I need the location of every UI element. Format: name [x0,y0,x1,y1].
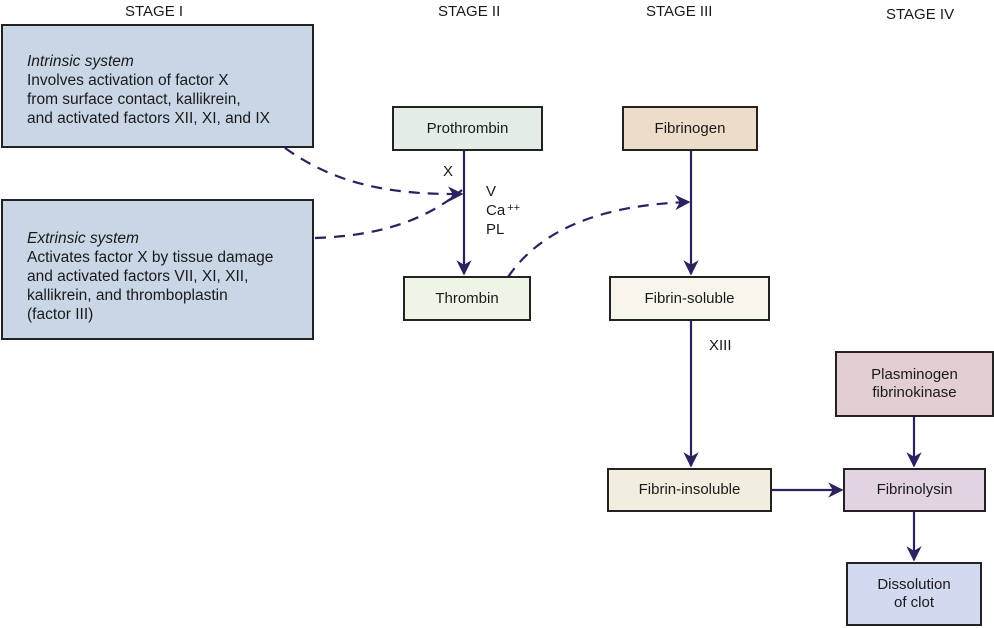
cofactor-pl-label: PL [486,221,505,238]
extrinsic-title: Extrinsic system [27,230,139,247]
prothrombin-node: Prothrombin [392,106,543,151]
extrinsic-system-box: Extrinsic system Activates factor X by t… [1,199,314,340]
dashed-arrow-intrinsic-to-x [284,147,464,202]
stage-3-header: STAGE III [646,3,713,20]
cofactor-v-label: V [486,183,497,200]
factor-x-label: X [443,163,454,180]
stage-1-header: STAGE I [125,3,184,20]
cofactor-ca-charge: ++ [507,202,521,214]
stage-4-header: STAGE IV [886,6,955,23]
plasminogen-fibrinokinase-node: Plasminogen fibrinokinase [835,351,994,417]
fibrinogen-node: Fibrinogen [622,106,758,151]
fibrinolysin-node: Fibrinolysin [843,468,986,512]
dashed-arrow-thrombin-to-fibrinogen [507,194,691,278]
cofactor-ca-text: Ca [486,202,506,219]
stage-2-header: STAGE II [438,3,501,20]
intrinsic-description: Involves activation of factor X from sur… [27,72,270,127]
intrinsic-title: Intrinsic system [27,53,134,70]
fibrin-soluble-node: Fibrin-soluble [609,276,770,321]
dashed-arrow-extrinsic-to-x [314,189,463,240]
cofactor-ca-label: Ca++ [486,201,520,220]
extrinsic-description: Activates factor X by tissue damage and … [27,249,274,323]
thrombin-node: Thrombin [403,276,531,321]
factor-xiii-label: XIII [709,337,732,354]
fibrin-insoluble-node: Fibrin-insoluble [607,468,772,512]
intrinsic-system-box: Intrinsic system Involves activation of … [1,24,314,148]
dissolution-of-clot-node: Dissolution of clot [846,562,982,626]
